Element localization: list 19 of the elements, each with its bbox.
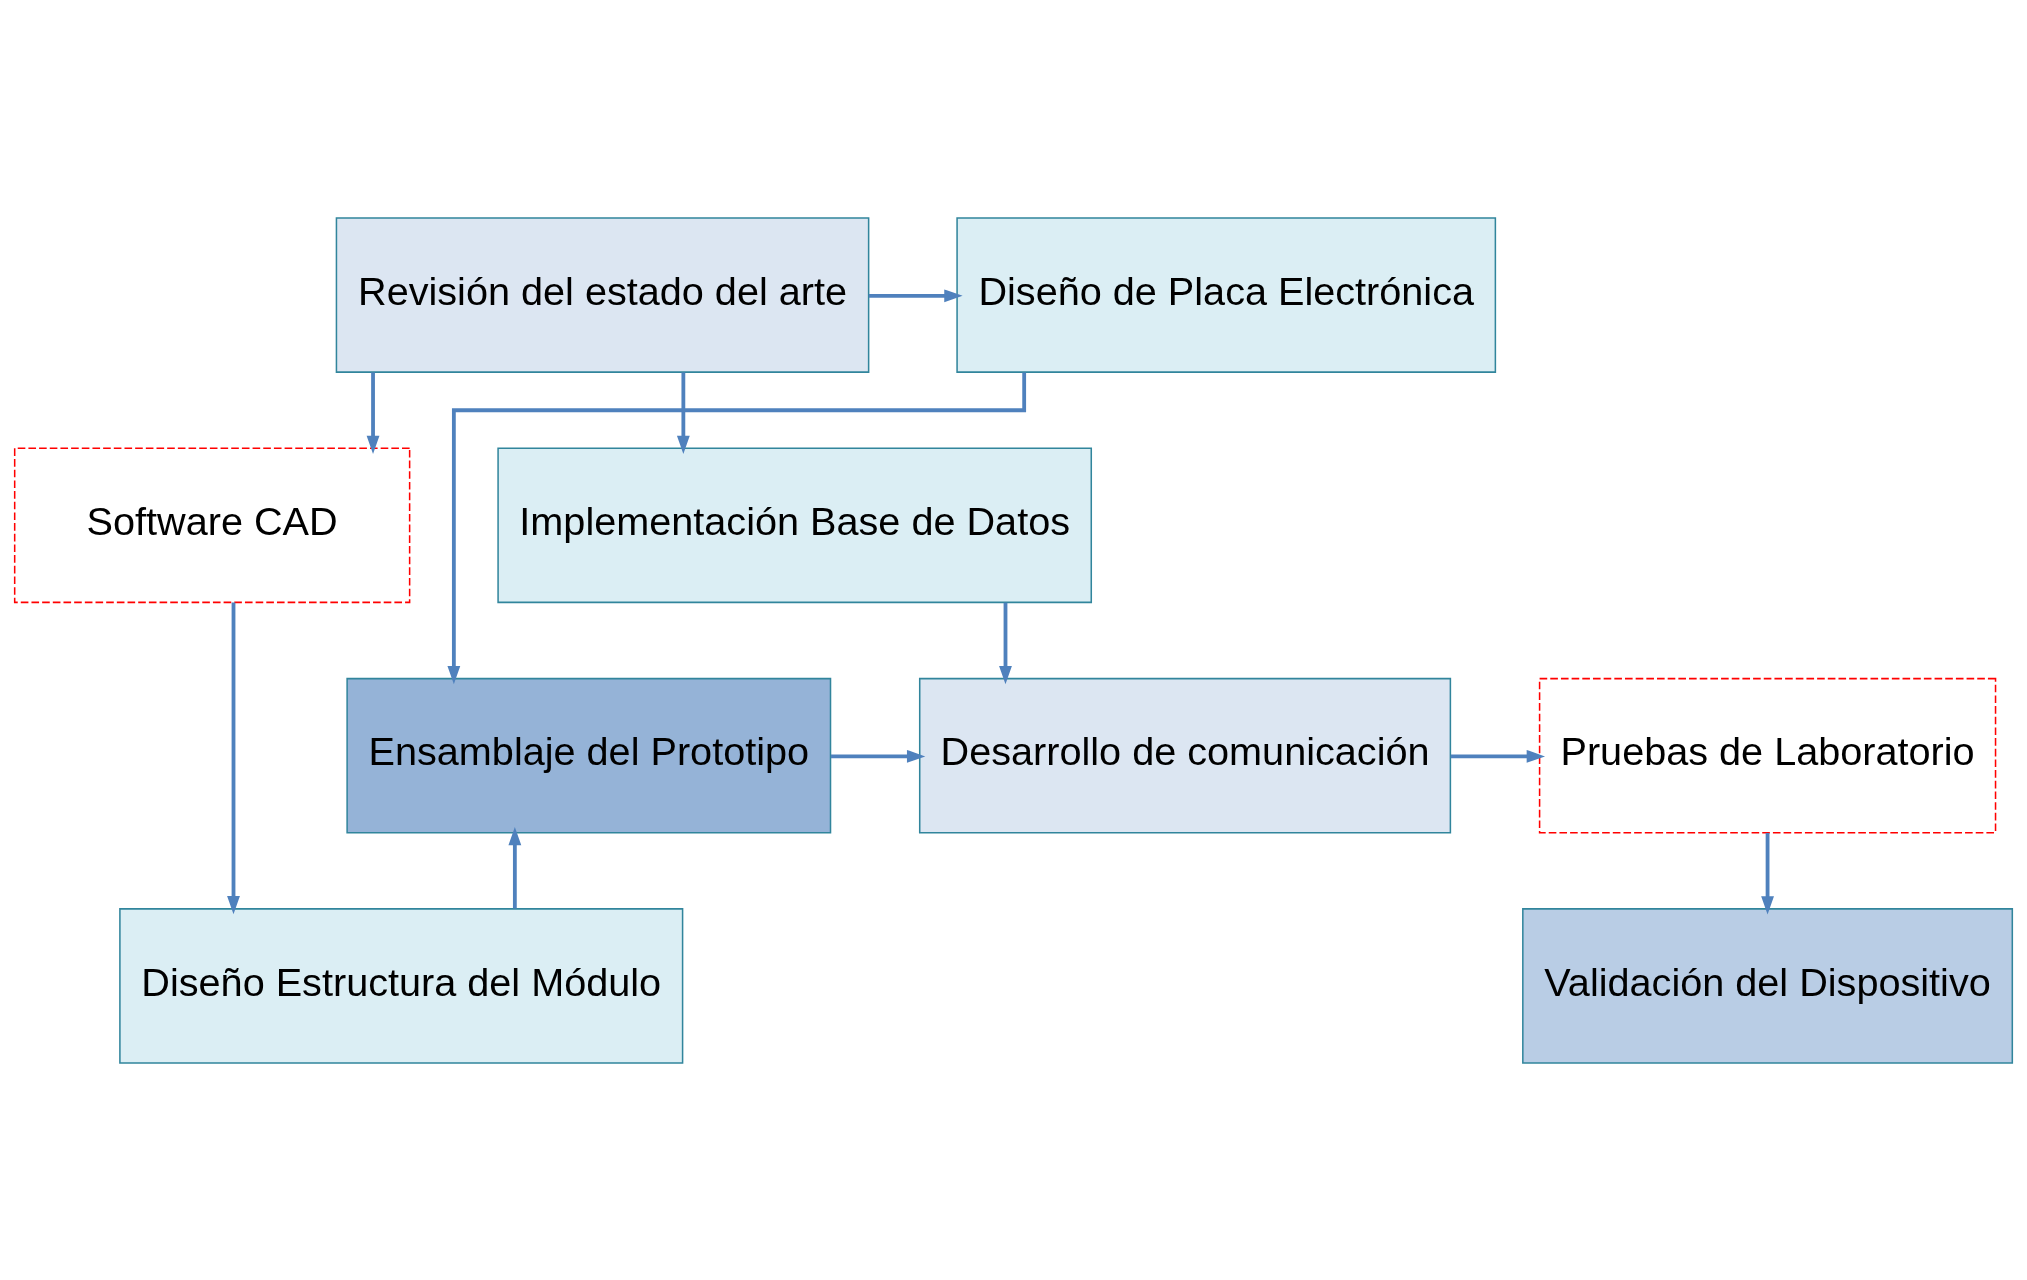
node-box: Diseño Estructura del Módulo: [119, 907, 684, 1064]
node-box: Implementación Base de Datos: [497, 447, 1093, 603]
arrow: [366, 371, 380, 454]
arrow: [676, 371, 690, 454]
arrow: [999, 602, 1012, 684]
arrow: [830, 749, 926, 763]
node-box: Desarrollo de comunicación: [918, 677, 1452, 833]
arrow: [447, 372, 1027, 684]
arrow: [508, 826, 522, 909]
node-box: Validación del Dispositivo: [1522, 907, 2014, 1064]
arrow: [868, 288, 963, 302]
node-box: Ensamblaje del Prototipo: [346, 677, 832, 833]
node-box: Diseño de Placa Electrónica: [956, 216, 1497, 373]
node-box: Software CAD: [13, 447, 411, 603]
arrow: [227, 601, 240, 914]
node-box: Revisión del estado del arte: [335, 216, 870, 373]
arrow: [1761, 832, 1774, 915]
arrow: [1450, 749, 1545, 763]
node-box: Pruebas de Laboratorio: [1538, 677, 1997, 833]
